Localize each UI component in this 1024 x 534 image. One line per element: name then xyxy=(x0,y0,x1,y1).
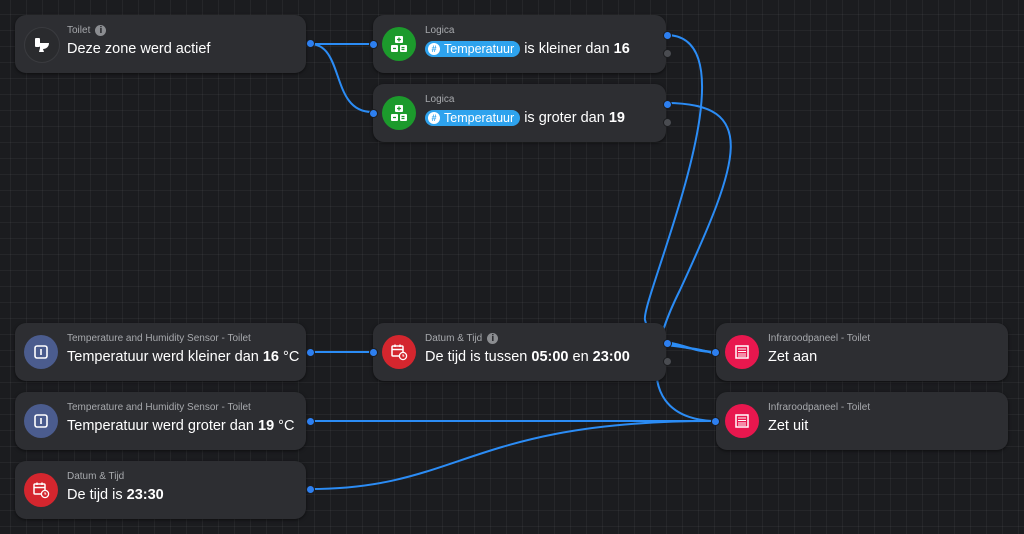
node-value: 16 xyxy=(613,41,630,57)
node-value: 23:30 xyxy=(126,487,164,503)
output-port-true[interactable] xyxy=(663,339,672,348)
output-port[interactable] xyxy=(306,485,315,494)
node-value: 19 xyxy=(258,418,275,434)
input-port[interactable] xyxy=(369,348,378,357)
node-infrared-off[interactable]: Infraroodpaneel - Toilet Zet uit xyxy=(711,392,1008,450)
input-port[interactable] xyxy=(369,109,378,118)
logic-icon xyxy=(382,27,416,61)
node-datetime-at[interactable]: Datum & Tijd De tijd is 23:30 xyxy=(15,461,315,519)
node-sensor-groter[interactable]: Temperature and Humidity Sensor - Toilet… xyxy=(15,392,315,450)
variable-tag[interactable]: # Temperatuur xyxy=(425,110,521,126)
panel-icon xyxy=(725,335,759,369)
wire-logic1-infra1 xyxy=(643,34,713,353)
output-port-true[interactable] xyxy=(663,31,672,40)
node-value-end: 23:00 xyxy=(592,349,630,365)
calendar-clock-icon xyxy=(24,473,58,507)
output-port[interactable] xyxy=(306,348,315,357)
node-text-value: Zet aan xyxy=(768,349,818,365)
wire-logic2-infra2 xyxy=(655,102,732,422)
node-unit: °C xyxy=(274,418,295,434)
node-text: De tijd is 23:30 xyxy=(67,487,164,503)
node-subtitle: Infraroodpaneel - Toilet xyxy=(768,402,871,413)
node-unit: °C xyxy=(279,349,300,365)
toilet-icon xyxy=(24,27,60,63)
node-sensor-kleiner[interactable]: Temperature and Humidity Sensor - Toilet… xyxy=(15,323,315,381)
node-value: 19 xyxy=(608,110,625,126)
variable-tag-label: Temperatuur xyxy=(444,111,515,125)
info-icon[interactable]: i xyxy=(487,333,499,344)
wire-datetime2-infra2 xyxy=(309,420,713,490)
node-text: Temperatuur werd kleiner dan 16 °C xyxy=(67,349,299,365)
panel-icon xyxy=(725,404,759,438)
node-subtitle: Logica xyxy=(425,25,455,36)
node-infrared-on[interactable]: Infraroodpaneel - Toilet Zet aan xyxy=(711,323,1008,381)
node-subtitle: Datum & Tijd i xyxy=(425,333,499,344)
output-port-false[interactable] xyxy=(663,118,672,127)
node-subtitle: Logica xyxy=(425,94,455,105)
node-text-prefix: Temperatuur werd groter dan xyxy=(67,418,259,434)
node-text-prefix: De tijd is xyxy=(67,487,127,503)
node-subtitle: Temperature and Humidity Sensor - Toilet xyxy=(67,333,251,344)
node-text: Zet aan xyxy=(768,349,817,365)
input-port[interactable] xyxy=(369,40,378,49)
output-port-false[interactable] xyxy=(663,49,672,58)
node-text-value: Deze zone werd actief xyxy=(67,41,211,57)
node-subtitle: Infraroodpaneel - Toilet xyxy=(768,333,871,344)
variable-tag[interactable]: # Temperatuur xyxy=(425,41,521,57)
input-port[interactable] xyxy=(711,417,720,426)
node-subtitle: Datum & Tijd xyxy=(67,471,125,482)
output-port-true[interactable] xyxy=(663,100,672,109)
node-text-prefix: is kleiner dan xyxy=(524,41,614,57)
node-subtitle-text: Toilet xyxy=(67,25,91,36)
node-text: De tijd is tussen 05:00 en 23:00 xyxy=(425,349,630,365)
node-subtitle-text: Datum & Tijd xyxy=(425,333,483,344)
node-value-start: 05:00 xyxy=(531,349,569,365)
output-port-false[interactable] xyxy=(663,357,672,366)
node-text-prefix: is groter dan xyxy=(524,110,609,126)
node-text-mid: en xyxy=(568,349,593,365)
node-logic-kleiner[interactable]: Logica # Temperatuur is kleiner dan 16 xyxy=(369,15,672,73)
node-logic-groter[interactable]: Logica # Temperatuur is groter dan 19 xyxy=(369,84,672,142)
node-text: Temperatuur werd groter dan 19 °C xyxy=(67,418,294,434)
output-port[interactable] xyxy=(306,39,315,48)
node-value: 16 xyxy=(262,349,279,365)
wire-datetime1-infra1-b xyxy=(665,344,713,354)
node-text: Deze zone werd actief xyxy=(67,41,210,57)
hash-icon: # xyxy=(428,43,440,55)
sensor-icon xyxy=(24,335,58,369)
node-text-prefix: De tijd is tussen xyxy=(425,349,532,365)
wire-toilet-logic2 xyxy=(309,43,373,113)
hash-icon: # xyxy=(428,112,440,124)
info-icon[interactable]: i xyxy=(95,25,107,36)
calendar-clock-icon xyxy=(382,335,416,369)
node-text-prefix: Temperatuur werd kleiner dan xyxy=(67,349,263,365)
node-datetime-between[interactable]: Datum & Tijd i De tijd is tussen 05:00 en… xyxy=(369,323,672,381)
logic-icon xyxy=(382,96,416,130)
variable-tag-label: Temperatuur xyxy=(444,42,515,56)
sensor-icon xyxy=(24,404,58,438)
node-text: Zet uit xyxy=(768,418,808,434)
output-port[interactable] xyxy=(306,417,315,426)
node-subtitle: Temperature and Humidity Sensor - Toilet xyxy=(67,402,251,413)
input-port[interactable] xyxy=(711,348,720,357)
node-text-value: Zet uit xyxy=(768,418,809,434)
node-text: # Temperatuur is kleiner dan 16 xyxy=(425,41,630,57)
node-text: # Temperatuur is groter dan 19 xyxy=(425,110,625,126)
